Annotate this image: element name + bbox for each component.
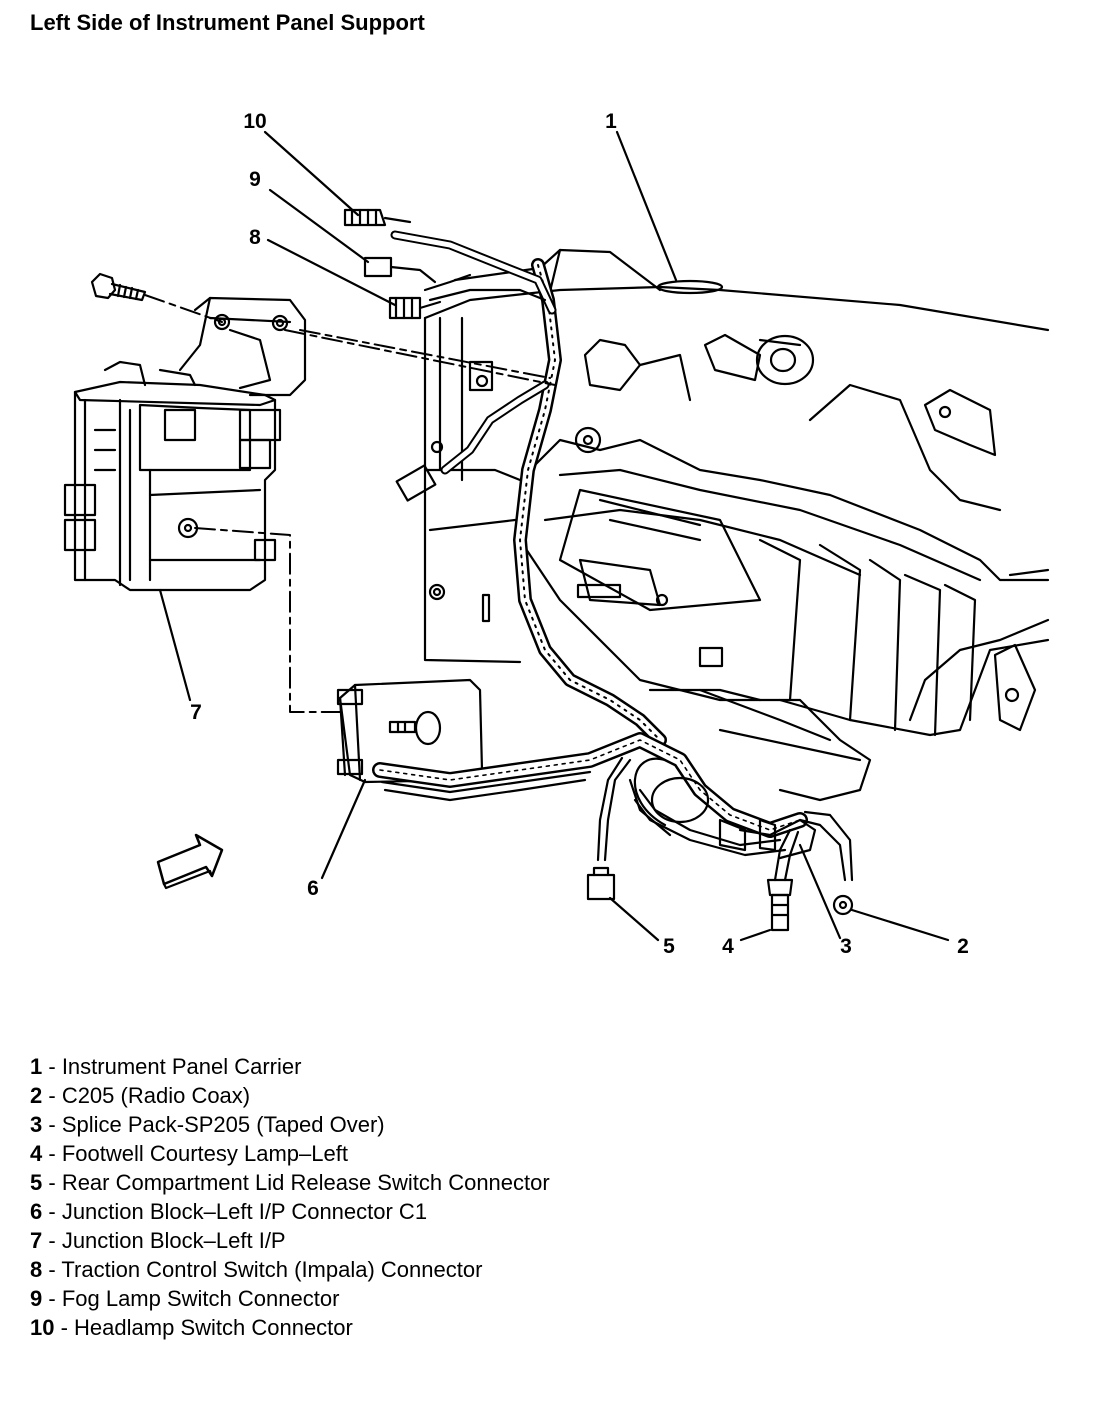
legend-item: 9 - Fog Lamp Switch Connector xyxy=(30,1286,340,1311)
callout-3: 3 xyxy=(840,935,852,958)
legend-item: 4 - Footwell Courtesy Lamp–Left xyxy=(30,1141,348,1166)
callout-5: 5 xyxy=(663,935,675,958)
direction-arrow xyxy=(156,833,224,890)
legend-item: 2 - C205 (Radio Coax) xyxy=(30,1083,251,1108)
diagram-title: Left Side of Instrument Panel Support xyxy=(30,10,425,35)
parts-legend: 1 - Instrument Panel Carrier 2 - C205 (R… xyxy=(30,1052,550,1342)
callout-2: 2 xyxy=(957,935,969,958)
mounting-bolt xyxy=(90,272,147,302)
legend-item: 8 - Traction Control Switch (Impala) Con… xyxy=(30,1257,483,1282)
connector-traction-control-switch xyxy=(388,296,442,320)
legend-item: 1 - Instrument Panel Carrier xyxy=(30,1054,302,1079)
callout-10: 10 xyxy=(243,110,266,133)
radio-coax-connector xyxy=(832,894,854,916)
legend-item: 10 - Headlamp Switch Connector xyxy=(30,1315,353,1340)
callout-6: 6 xyxy=(307,877,319,900)
junction-block-left-ip xyxy=(63,296,307,592)
wiring-harness xyxy=(372,230,854,882)
callout-7: 7 xyxy=(190,701,202,724)
callout-1: 1 xyxy=(605,110,617,133)
legend-item: 5 - Rear Compartment Lid Release Switch … xyxy=(30,1170,550,1195)
connector-headlamp-switch xyxy=(343,208,412,227)
connector-fog-lamp-switch xyxy=(363,256,437,284)
legend-item: 6 - Junction Block–Left I/P Connector C1 xyxy=(30,1199,428,1224)
legend-item: 7 - Junction Block–Left I/P xyxy=(30,1228,286,1253)
footwell-courtesy-lamp xyxy=(766,878,794,932)
instrument-panel-carrier xyxy=(423,248,1050,802)
connector-rear-compartment-lid xyxy=(586,866,616,901)
callout-9: 9 xyxy=(249,168,261,191)
callout-4: 4 xyxy=(722,935,734,958)
callout-8: 8 xyxy=(249,226,261,249)
legend-item: 3 - Splice Pack-SP205 (Taped Over) xyxy=(30,1112,385,1137)
instrument-panel-diagram: 10 9 8 1 2 3 4 5 6 7 xyxy=(63,110,1050,958)
